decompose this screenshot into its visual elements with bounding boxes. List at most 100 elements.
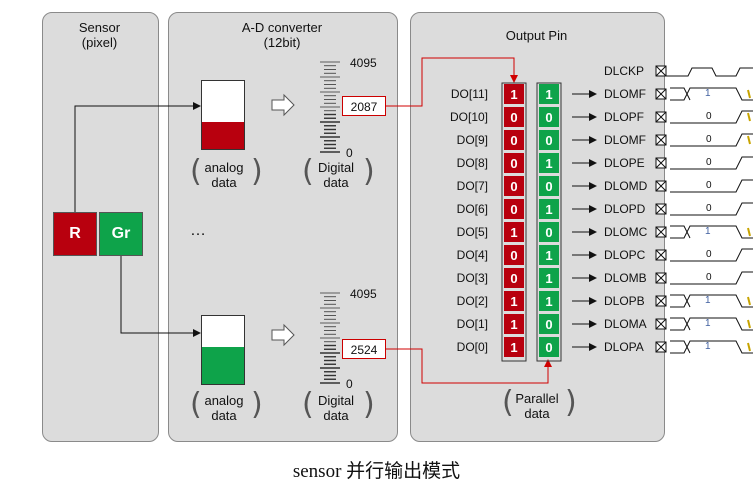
pin-xbox-icon	[655, 226, 667, 238]
pin-label: DLOPA	[604, 340, 644, 354]
r-to-adc-line	[74, 102, 201, 212]
convert-arrow-top	[271, 93, 295, 117]
red-bit: 0	[504, 176, 524, 196]
pixel-r: R	[53, 212, 97, 256]
pin-waveform	[670, 156, 753, 170]
do-label: DO[7]	[456, 179, 488, 193]
red-bit: 0	[504, 130, 524, 150]
green-bit: 1	[539, 291, 559, 311]
pin-label: DLOMB	[604, 271, 647, 285]
pin-xbox-icon	[655, 295, 667, 307]
scale-max-top: 4095	[350, 56, 377, 70]
digital-paren-left-top: (	[302, 154, 314, 189]
do-label: DO[3]	[456, 271, 488, 285]
pin-waveform	[670, 340, 753, 354]
figure-caption: sensor 并行输出模式	[292, 461, 461, 482]
green-bit: 0	[539, 130, 559, 150]
wave-value: 0	[706, 157, 712, 168]
pin-label: DLOPF	[604, 110, 645, 124]
pin-waveform-cross	[670, 340, 691, 354]
pin-label: DLOPC	[604, 248, 646, 262]
analog-gauge-top	[201, 80, 245, 150]
red-bit-column-outline	[501, 82, 527, 362]
green-bit: 1	[539, 245, 559, 265]
analog-level-top	[202, 121, 244, 149]
do-label: DO[4]	[456, 248, 488, 262]
do-label: DO[2]	[456, 294, 488, 308]
red-bit: 1	[504, 291, 524, 311]
analog-paren-left-bottom: (	[190, 387, 202, 422]
red-bit: 0	[504, 245, 524, 265]
pin-xbox-icon	[655, 180, 667, 192]
pin-waveform	[670, 317, 753, 331]
red-bit: 1	[504, 222, 524, 242]
pin-waveform-cross	[670, 87, 691, 101]
pin-xbox-icon	[655, 341, 667, 353]
wave-accent	[747, 296, 751, 306]
wave-value: 0	[706, 180, 712, 191]
wave-value: 1	[705, 88, 711, 99]
clock-pin-label: DLCKP	[604, 64, 645, 78]
ellipsis: …	[190, 222, 206, 239]
pin-waveform	[670, 225, 753, 239]
wave-accent	[747, 135, 751, 145]
pin-xbox-icon	[655, 272, 667, 284]
pin-xbox-icon	[655, 249, 667, 261]
wave-accent	[747, 227, 751, 237]
pin-waveform-cross	[670, 294, 691, 308]
pin-xbox-icon	[655, 203, 667, 215]
adc-title: A-D converter (12bit)	[241, 20, 323, 50]
clock-xbox-icon	[655, 65, 667, 77]
analog-paren-right-top: )	[251, 154, 263, 189]
gr-to-adc-line	[120, 256, 201, 337]
digital-value-bottom: 2524	[342, 339, 386, 359]
analog-paren-left-top: (	[190, 154, 202, 189]
analog-caption-top: analog data	[204, 160, 244, 190]
pin-xbox-icon	[655, 134, 667, 146]
pin-xbox-icon	[655, 157, 667, 169]
red-connector-bottom	[386, 348, 552, 384]
analog-gauge-bottom	[201, 315, 245, 385]
wave-accent	[747, 342, 751, 352]
pin-waveform	[670, 248, 753, 262]
pin-waveform	[670, 133, 753, 147]
pin-label: DLOPD	[604, 202, 646, 216]
pin-waveform	[670, 202, 753, 216]
wave-accent	[747, 89, 751, 99]
red-bit: 0	[504, 153, 524, 173]
wave-value: 1	[705, 295, 711, 306]
red-bit: 1	[504, 84, 524, 104]
pin-waveform	[670, 294, 753, 308]
green-bit: 0	[539, 176, 559, 196]
green-bit-column-outline	[536, 82, 562, 362]
wave-value: 0	[706, 111, 712, 122]
digital-paren-right-bottom: )	[363, 387, 375, 422]
pin-waveform	[670, 87, 753, 101]
wave-value: 0	[706, 203, 712, 214]
green-bit: 1	[539, 268, 559, 288]
red-bit: 0	[504, 107, 524, 127]
analog-level-bottom	[202, 346, 244, 384]
do-label: DO[8]	[456, 156, 488, 170]
wave-value: 0	[706, 272, 712, 283]
pin-waveform	[670, 271, 753, 285]
pin-xbox-icon	[655, 111, 667, 123]
wave-value: 0	[706, 134, 712, 145]
wave-value: 0	[706, 249, 712, 260]
green-bit: 1	[539, 153, 559, 173]
pin-label: DLOMF	[604, 133, 646, 147]
do-label: DO[10]	[449, 110, 488, 124]
red-bit: 1	[504, 337, 524, 357]
do-label: DO[6]	[456, 202, 488, 216]
digital-value-top: 2087	[342, 96, 386, 116]
analog-caption-bottom: analog data	[204, 393, 244, 423]
pin-label: DLOMD	[604, 179, 648, 193]
scale-min-top: 0	[346, 146, 353, 160]
scale-max-bottom: 4095	[350, 287, 377, 301]
wave-value: 1	[705, 226, 711, 237]
pin-waveform-cross	[670, 225, 691, 239]
green-bit: 0	[539, 337, 559, 357]
pin-xbox-icon	[655, 88, 667, 100]
wave-accent	[747, 112, 751, 122]
